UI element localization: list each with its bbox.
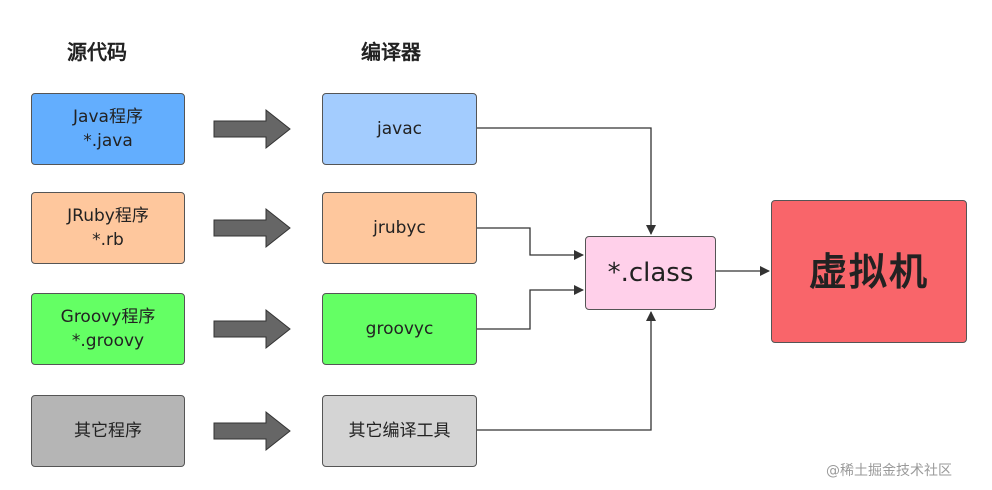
- class-file-box: *.class: [585, 236, 716, 310]
- jruby-source-label: JRuby程序: [67, 206, 149, 226]
- other-compiler-box: 其它编译工具: [322, 395, 477, 467]
- jrubyc-box: jrubyc: [322, 192, 477, 264]
- jruby-source-ext: *.rb: [92, 230, 124, 250]
- groovyc-box: groovyc: [322, 293, 477, 365]
- source-code-heading: 源代码: [67, 40, 127, 64]
- groovy-source-box: Groovy程序 *.groovy: [31, 293, 185, 365]
- block-arrow-jruby: [213, 207, 291, 249]
- jvm-box: 虚拟机: [771, 200, 967, 343]
- block-arrow-java: [213, 108, 291, 150]
- other-source-label: 其它程序: [74, 421, 142, 441]
- java-source-label: Java程序: [73, 107, 143, 127]
- java-source-ext: *.java: [83, 131, 133, 151]
- groovyc-to-class-line: [477, 285, 584, 330]
- other-compiler-label: 其它编译工具: [348, 421, 451, 441]
- javac-to-class-line: [477, 127, 656, 235]
- class-file-label: *.class: [607, 258, 694, 288]
- watermark: @稀土掘金技术社区: [826, 463, 952, 479]
- javac-box: javac: [322, 93, 477, 165]
- jrubyc-to-class-line: [477, 227, 584, 260]
- javac-label: javac: [377, 119, 422, 139]
- groovy-source-label: Groovy程序: [60, 307, 156, 327]
- other-source-box: 其它程序: [31, 395, 185, 467]
- block-arrow-other: [213, 410, 291, 452]
- jrubyc-label: jrubyc: [373, 218, 426, 238]
- compiler-heading: 编译器: [361, 40, 421, 64]
- java-source-box: Java程序 *.java: [31, 93, 185, 165]
- block-arrow-groovy: [213, 308, 291, 350]
- groovy-source-ext: *.groovy: [71, 331, 145, 351]
- groovyc-label: groovyc: [365, 319, 434, 339]
- jruby-source-box: JRuby程序 *.rb: [31, 192, 185, 264]
- other-to-class-line: [477, 311, 656, 431]
